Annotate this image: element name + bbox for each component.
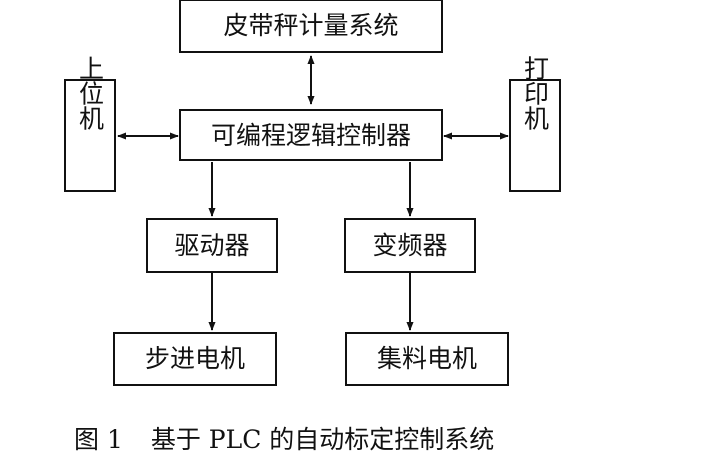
node-plc-label: 可编程逻辑控制器 (211, 121, 411, 150)
figure-caption-text: 基于 PLC 的自动标定控制系统 (150, 425, 495, 454)
node-inverter-label: 变频器 (372, 231, 447, 260)
node-host-computer: 上位机 (64, 56, 116, 192)
figure-number: 图 1 (74, 425, 123, 454)
node-belt-scale-system-label: 皮带秤计量系统 (223, 11, 398, 40)
node-collecting-motor-label: 集料电机 (377, 344, 477, 373)
node-driver: 驱动器 (146, 218, 278, 273)
node-printer: 打印机 (509, 56, 561, 192)
node-stepper-motor-label: 步进电机 (145, 344, 245, 373)
node-inverter: 变频器 (344, 218, 476, 273)
node-host-computer-label: 上位机 (76, 56, 105, 131)
node-belt-scale-system: 皮带秤计量系统 (179, 0, 443, 53)
figure-caption: 图 1 基于 PLC 的自动标定控制系统 (74, 420, 494, 456)
node-printer-label: 打印机 (521, 56, 550, 131)
node-stepper-motor: 步进电机 (113, 332, 277, 386)
node-collecting-motor: 集料电机 (345, 332, 509, 386)
node-plc: 可编程逻辑控制器 (179, 109, 443, 161)
node-driver-label: 驱动器 (174, 231, 249, 260)
